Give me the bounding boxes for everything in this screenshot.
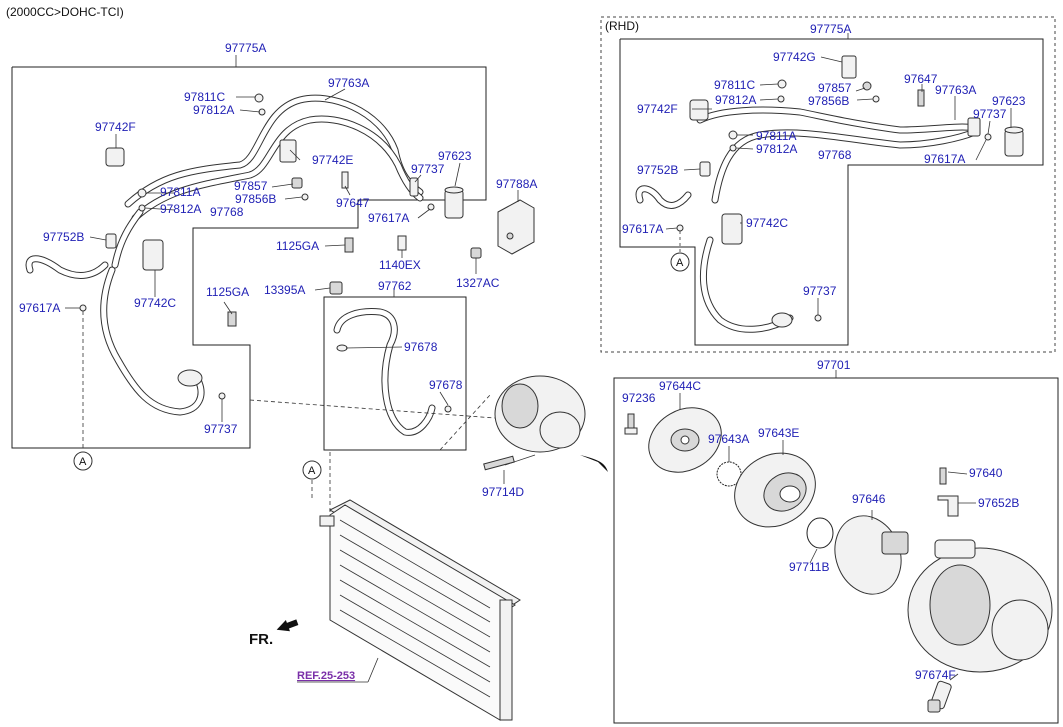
part-label-1125GA-top[interactable]: 1125GA — [276, 239, 319, 253]
rhd-label-97742G[interactable]: 97742G — [773, 50, 816, 64]
bracket-97788A — [497, 199, 535, 255]
rhd-label-97647[interactable]: 97647 — [904, 72, 938, 86]
nut-1327AC — [470, 247, 482, 259]
rhd-label-97763A[interactable]: 97763A — [935, 83, 976, 97]
rhd-label-97811C[interactable]: 97811C — [714, 78, 755, 92]
part-label-97643A[interactable]: 97643A — [708, 432, 749, 446]
part-label-97617A-top[interactable]: 97617A — [368, 211, 409, 225]
part-label-97768[interactable]: 97768 — [210, 205, 244, 219]
svg-text:A: A — [676, 257, 684, 269]
rhd-label-97752B[interactable]: 97752B — [637, 163, 678, 177]
part-label-97678-low[interactable]: 97678 — [429, 378, 463, 392]
part-label-1327AC[interactable]: 1327AC — [456, 276, 500, 290]
part-label-97644C[interactable]: 97644C — [659, 379, 701, 393]
rhd-label-97811A[interactable]: 97811A — [756, 129, 796, 143]
rhd-label-97623[interactable]: 97623 — [992, 94, 1026, 108]
part-label-97737-low[interactable]: 97737 — [204, 422, 238, 436]
rhd-label-97737-low[interactable]: 97737 — [803, 284, 837, 298]
rhd-heading: (RHD) — [605, 19, 639, 33]
part-label-97647[interactable]: 97647 — [336, 196, 370, 210]
rhd-label-97742C[interactable]: 97742C — [746, 216, 788, 230]
part-label-13395A[interactable]: 13395A — [264, 283, 305, 297]
part-label-97617A-left[interactable]: 97617A — [19, 301, 60, 315]
front-direction-indicator: FR. — [249, 619, 299, 648]
rhd-label-97768[interactable]: 97768 — [818, 148, 852, 162]
part-label-97742F[interactable]: 97742F — [95, 120, 136, 134]
part-label-97742E[interactable]: 97742E — [312, 153, 353, 167]
rhd-label-97812A-mid[interactable]: 97812A — [756, 142, 797, 156]
part-label-97811A[interactable]: 97811A — [160, 185, 200, 199]
part-label-97623[interactable]: 97623 — [438, 149, 472, 163]
main-hose-assembly-frame — [11, 66, 487, 449]
rhd-label-97857[interactable]: 97857 — [818, 81, 852, 95]
part-label-97737-top[interactable]: 97737 — [411, 162, 445, 176]
discharge-hose-frame — [314, 281, 467, 451]
compressor-components-frame — [613, 370, 1059, 724]
condenser — [319, 499, 521, 721]
part-label-97812A-mid[interactable]: 97812A — [160, 202, 201, 216]
part-label-97811C[interactable]: 97811C — [184, 90, 225, 104]
rhd-label-97856B[interactable]: 97856B — [808, 94, 849, 108]
rhd-frame: (RHD) A — [600, 16, 1056, 353]
part-labels: 97775A 97763A 97811C 97812A 97742F 97742… — [19, 22, 1026, 682]
part-label-97714D[interactable]: 97714D — [482, 485, 524, 499]
ref-25-253-link[interactable]: REF.25-253 — [297, 670, 355, 682]
ref-link-group: REF.25-253 — [297, 657, 379, 683]
rhd-label-97617A-right[interactable]: 97617A — [924, 152, 965, 166]
part-label-97640[interactable]: 97640 — [969, 466, 1003, 480]
part-label-97236[interactable]: 97236 — [622, 391, 656, 405]
part-label-97856B[interactable]: 97856B — [235, 192, 276, 206]
part-label-97763A[interactable]: 97763A — [328, 76, 369, 90]
part-label-97678-top[interactable]: 97678 — [404, 340, 438, 354]
part-label-1125GA-low[interactable]: 1125GA — [206, 285, 249, 299]
rhd-label-97812A-top[interactable]: 97812A — [715, 93, 756, 107]
part-label-97646[interactable]: 97646 — [852, 492, 886, 506]
part-label-97857[interactable]: 97857 — [234, 179, 268, 193]
svg-text:A: A — [308, 465, 316, 477]
part-label-97775A[interactable]: 97775A — [225, 41, 266, 55]
suction-discharge-pipes — [25, 94, 424, 416]
dashed-connections — [249, 394, 496, 520]
circle-a-marker-rhd — [670, 252, 690, 272]
part-label-97812A-top[interactable]: 97812A — [193, 103, 234, 117]
fr-label: FR. — [249, 631, 273, 648]
part-label-97711B[interactable]: 97711B — [789, 560, 829, 574]
main-frame-leaders — [65, 55, 519, 450]
part-label-97742C[interactable]: 97742C — [134, 296, 176, 310]
rhd-label-97617A-left[interactable]: 97617A — [622, 222, 663, 236]
circle-a-marker-main: A — [73, 451, 93, 471]
part-label-97752B[interactable]: 97752B — [43, 230, 84, 244]
compressor-main — [483, 375, 608, 484]
part-label-97652B[interactable]: 97652B — [978, 496, 1019, 510]
rhd-label-97742F[interactable]: 97742F — [637, 102, 678, 116]
part-label-97701[interactable]: 97701 — [817, 358, 851, 372]
part-label-97762[interactable]: 97762 — [378, 279, 412, 293]
part-label-97643E[interactable]: 97643E — [758, 426, 799, 440]
rhd-label-97737-top[interactable]: 97737 — [973, 107, 1007, 121]
part-label-97788A[interactable]: 97788A — [496, 177, 537, 191]
main-frame-small-parts — [79, 93, 464, 400]
svg-text:A: A — [79, 456, 87, 468]
part-label-97674F[interactable]: 97674F — [915, 668, 956, 682]
rhd-label-97775A[interactable]: 97775A — [810, 22, 851, 36]
circle-a-marker-condenser: A — [302, 460, 322, 480]
part-label-1140EX[interactable]: 1140EX — [379, 258, 421, 272]
engine-spec-heading: (2000CC>DOHC-TCI) — [6, 5, 124, 19]
